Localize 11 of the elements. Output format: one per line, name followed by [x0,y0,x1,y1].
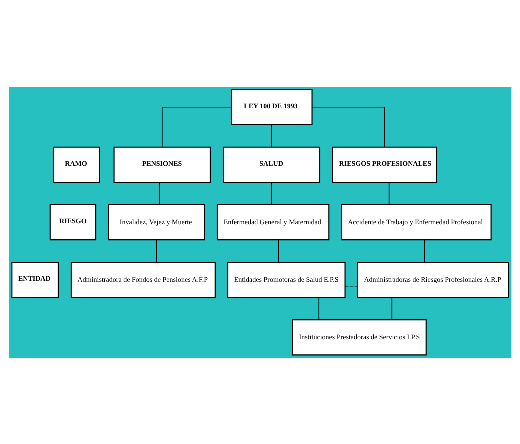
connector [161,106,232,148]
connector [391,296,392,320]
connector [388,182,390,205]
connector [158,182,160,205]
connector [156,239,157,262]
connector [311,106,385,148]
connector [318,296,320,320]
connector [271,124,272,148]
connector [424,239,425,262]
connector [344,285,358,286]
connector [271,182,272,205]
